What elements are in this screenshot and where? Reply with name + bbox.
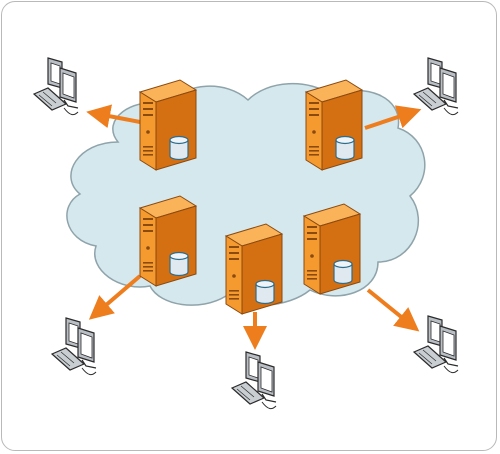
client-bottom-center bbox=[231, 351, 277, 410]
arrow-icon bbox=[366, 288, 420, 332]
server-icon bbox=[139, 195, 197, 287]
arrow-icon bbox=[88, 274, 142, 320]
client-top-left bbox=[33, 57, 79, 116]
server-mid-left bbox=[139, 195, 197, 287]
server-bottom-center bbox=[225, 223, 283, 315]
desktop-computer-icon bbox=[51, 317, 97, 376]
arrow-icon bbox=[86, 104, 141, 129]
server-icon bbox=[139, 79, 197, 171]
desktop-computer-icon bbox=[413, 315, 459, 374]
client-top-right bbox=[413, 57, 459, 116]
desktop-computer-icon bbox=[413, 57, 459, 116]
desktop-computer-icon bbox=[231, 351, 277, 410]
server-top-left bbox=[139, 79, 197, 171]
arrows bbox=[86, 104, 422, 350]
server-icon bbox=[225, 223, 283, 315]
server-bottom-right bbox=[303, 203, 361, 295]
server-icon bbox=[305, 79, 363, 171]
server-icon bbox=[303, 203, 361, 295]
desktop-computer-icon bbox=[33, 57, 79, 116]
client-bottom-right bbox=[413, 315, 459, 374]
arrow-icon bbox=[364, 105, 422, 130]
client-bottom-left bbox=[51, 317, 97, 376]
server-top-right bbox=[305, 79, 363, 171]
